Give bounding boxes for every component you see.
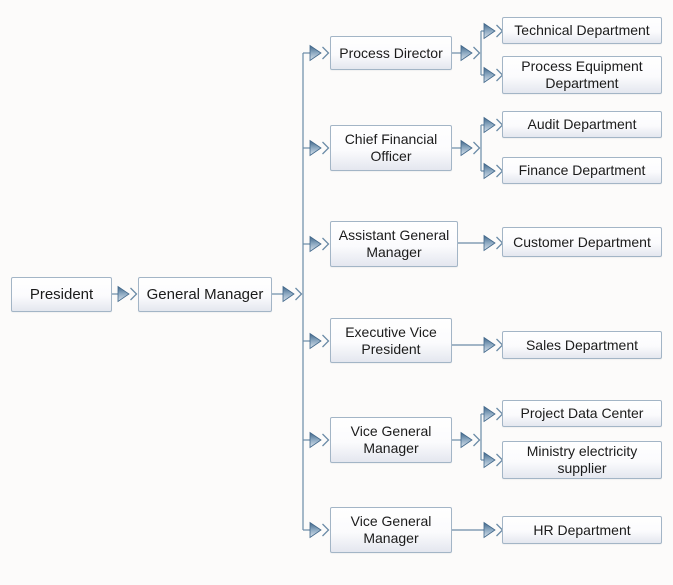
node-label: HR Department — [533, 521, 631, 538]
node-vice-general-manager-2[interactable]: Vice General Manager — [330, 507, 452, 553]
node-label: Sales Department — [525, 336, 639, 353]
node-label: General Manager — [146, 285, 264, 303]
connector-branch5-leaves — [452, 405, 504, 469]
node-assistant-general-manager[interactable]: Assistant General Manager — [330, 221, 458, 267]
connector-branch6-leaf — [452, 521, 504, 539]
node-executive-vice-president[interactable]: Executive Vice President — [330, 318, 452, 363]
node-label: Finance Department — [518, 162, 646, 179]
connector-branch2-leaves — [452, 116, 504, 180]
node-president[interactable]: President — [11, 277, 112, 312]
node-label: Vice General Manager — [350, 423, 432, 456]
node-chief-financial-officer[interactable]: Chief Financial Officer — [330, 125, 452, 171]
node-label: Executive Vice President — [345, 323, 437, 357]
node-process-equipment-department[interactable]: Process Equipment Department — [502, 56, 662, 94]
node-label: Technical Department — [514, 22, 650, 39]
node-ministry-electricity-supplier[interactable]: Ministry electricity supplier — [502, 441, 662, 479]
connector-branch4-leaf — [452, 336, 504, 354]
node-label: Process Equipment Department — [521, 58, 643, 91]
node-project-data-center[interactable]: Project Data Center — [502, 400, 662, 427]
node-sales-department[interactable]: Sales Department — [502, 331, 662, 359]
connector-gm-trunk — [272, 53, 304, 530]
node-label: Chief Financial Officer — [344, 131, 438, 164]
node-label: Project Data Center — [520, 405, 644, 422]
node-label: Customer Department — [513, 233, 651, 250]
node-general-manager[interactable]: General Manager — [138, 277, 272, 312]
node-label: Audit Department — [527, 116, 637, 133]
node-audit-department[interactable]: Audit Department — [502, 111, 662, 138]
node-label: Ministry electricity supplier — [526, 443, 638, 476]
node-customer-department[interactable]: Customer Department — [502, 227, 662, 257]
node-technical-department[interactable]: Technical Department — [502, 17, 662, 44]
node-process-director[interactable]: Process Director — [330, 36, 452, 70]
connector-president-gm — [112, 285, 138, 303]
node-label: Process Director — [339, 44, 443, 61]
connector-branch3-leaf — [458, 234, 504, 252]
connector-branch1-leaves — [452, 22, 504, 84]
node-label: Vice General Manager — [350, 513, 432, 546]
node-hr-department[interactable]: HR Department — [502, 516, 662, 544]
node-vice-general-manager-1[interactable]: Vice General Manager — [330, 417, 452, 463]
node-finance-department[interactable]: Finance Department — [502, 157, 662, 184]
node-label: President — [29, 285, 94, 303]
node-label: Assistant General Manager — [338, 227, 450, 260]
connector-trunk-branches — [303, 44, 330, 539]
